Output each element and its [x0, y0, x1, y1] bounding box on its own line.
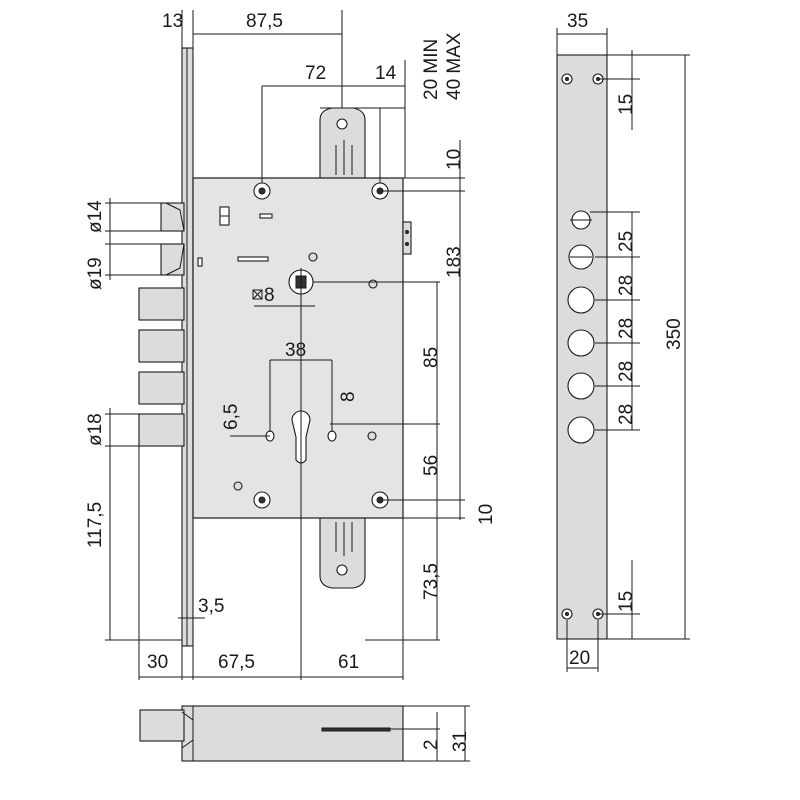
dim-183: 183	[444, 246, 465, 278]
dim-85: 85	[421, 347, 442, 368]
dim-10-top: 10	[444, 149, 465, 170]
dim-d14: ø14	[85, 200, 106, 233]
deadbolts	[138, 287, 185, 447]
top-extension-bar	[319, 107, 366, 179]
dim-20-min: 20 MIN	[421, 39, 442, 100]
dim-73-5: 73,5	[421, 563, 442, 600]
dim-28-c: 28	[616, 361, 637, 382]
dim-28-a: 28	[616, 275, 637, 296]
dim-13: 13	[162, 11, 183, 32]
front-dimension-labels: 13 87,5 72 14 20 MIN 40 MAX 10 183 85 56…	[85, 11, 497, 673]
dim-14: 14	[375, 63, 397, 84]
lock-body	[192, 177, 404, 519]
side-dimension-labels: 35 15 25 28 28 28 28 350 15 20	[567, 11, 685, 669]
dim-30: 30	[147, 652, 168, 673]
latch-bolts	[160, 202, 185, 276]
dim-67-5: 67,5	[218, 652, 255, 673]
front-view: 13 87,5 72 14 20 MIN 40 MAX 10 183 85 56…	[85, 10, 497, 680]
dim-117-5: 117,5	[85, 502, 106, 548]
bottom-extension-bar	[319, 517, 366, 589]
body-profile	[181, 705, 404, 762]
side-dimension-lines	[556, 28, 690, 672]
dim-28-b: 28	[616, 318, 637, 339]
dim-31: 31	[450, 731, 471, 752]
dim-square-8: 8	[264, 285, 275, 306]
dim-6-5: 6,5	[221, 404, 242, 430]
dim-3-5: 3,5	[198, 596, 224, 617]
dim-350: 350	[664, 318, 685, 350]
side-view: 35 15 25 28 28 28 28 350 15 20	[556, 11, 690, 672]
dim-8: 8	[338, 391, 359, 402]
dim-25: 25	[616, 231, 637, 252]
dim-61: 61	[338, 652, 359, 673]
dim-d18: ø18	[85, 413, 106, 446]
dim-15-top: 15	[616, 94, 637, 115]
dim-56: 56	[421, 455, 442, 476]
dim-d19: ø19	[85, 257, 106, 290]
bolt-openings	[567, 210, 595, 444]
dim-72: 72	[305, 63, 326, 84]
dim-38: 38	[285, 340, 306, 361]
dim-87-5: 87,5	[246, 11, 283, 32]
dim-35: 35	[567, 11, 588, 32]
bottom-dimension-lines	[390, 705, 470, 762]
dim-10-bottom: 10	[476, 504, 497, 525]
dim-2: 2	[421, 739, 442, 750]
square-spindle-symbol	[252, 289, 263, 300]
bottom-view: 2 31	[139, 705, 471, 762]
front-dimension-lines	[105, 10, 465, 680]
dim-28-d: 28	[616, 404, 637, 425]
dim-20: 20	[569, 648, 590, 669]
dim-40-max: 40 MAX	[444, 32, 465, 100]
dim-15-bottom: 15	[616, 591, 637, 612]
